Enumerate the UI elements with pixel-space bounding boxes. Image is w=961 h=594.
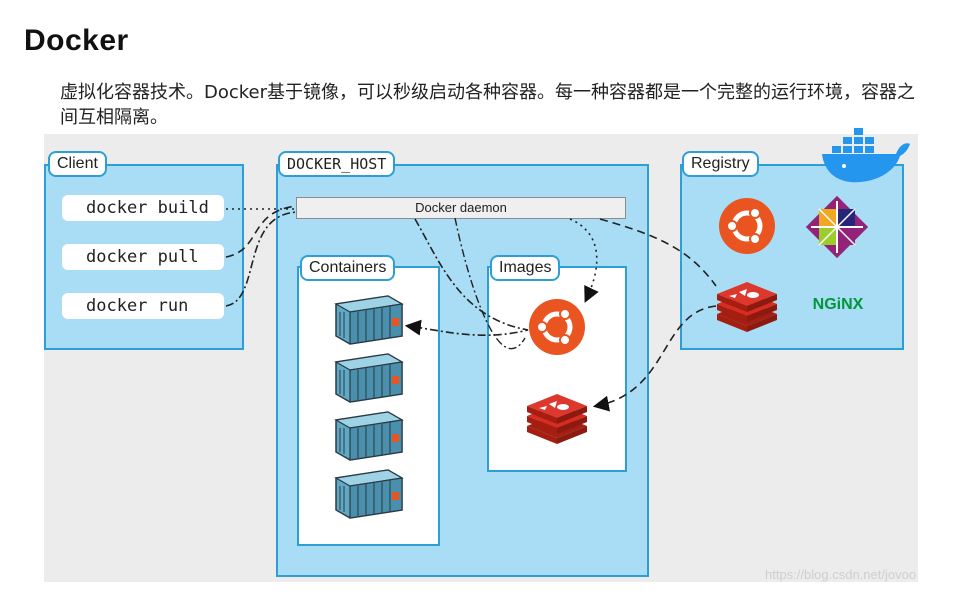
nginx-icon: NGiNX xyxy=(813,296,864,313)
container-4-icon xyxy=(335,469,403,519)
container-2-icon xyxy=(335,353,403,403)
docker-pull-command: docker pull xyxy=(62,244,224,270)
pull-connector xyxy=(225,205,297,258)
registry-label: Registry xyxy=(682,151,759,177)
registry-to-image-arrow xyxy=(592,305,717,412)
ubuntu-registry-icon xyxy=(719,198,775,254)
redis-registry-icon xyxy=(717,282,777,332)
docker-whale-icon xyxy=(822,128,910,183)
docker-daemon-bar: Docker daemon xyxy=(296,197,626,219)
run-path-curve xyxy=(454,217,526,350)
description-text: 虚拟化容器技术。Docker基于镜像，可以秒级启动各种容器。每一种容器都是一个完… xyxy=(60,82,916,128)
redis-image-icon xyxy=(527,394,587,444)
run-connector xyxy=(225,211,299,307)
container-1-icon xyxy=(335,295,403,345)
watermark-text: https://blog.csdn.net/jovoo xyxy=(765,567,917,582)
run-to-container-arrow xyxy=(404,218,529,336)
centos-icon xyxy=(805,195,869,259)
page-title: Docker xyxy=(24,24,129,57)
pull-to-registry-connector xyxy=(599,218,717,287)
containers-label: Containers xyxy=(300,255,396,281)
docker-run-command: docker run xyxy=(62,293,224,319)
build-to-image-arrow xyxy=(569,218,599,303)
images-label: Images xyxy=(490,255,561,281)
client-label: Client xyxy=(48,151,107,177)
container-3-icon xyxy=(335,411,403,461)
ubuntu-image-icon xyxy=(529,299,585,355)
docker-host-label: DOCKER_HOST xyxy=(278,151,396,177)
docker-build-command: docker build xyxy=(62,195,224,221)
